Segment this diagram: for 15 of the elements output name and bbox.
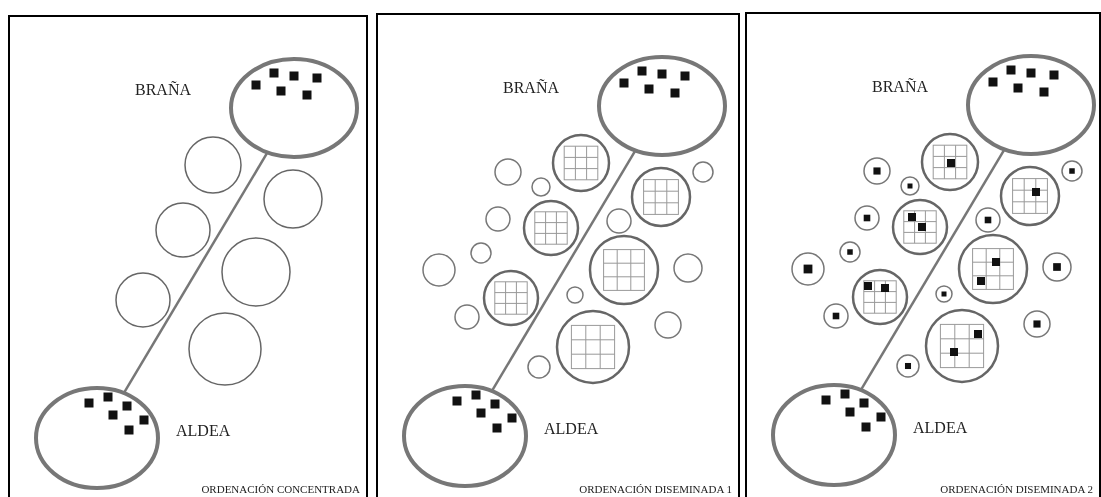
panel-caption: ORDENACIÓN DISEMINADA 2 <box>940 483 1093 495</box>
place-label: BRAÑA <box>135 81 191 99</box>
panel-frame <box>8 15 368 497</box>
road-line <box>859 148 1006 391</box>
place-label: ALDEA <box>544 420 599 438</box>
road-line <box>122 151 269 394</box>
panel-frame <box>376 13 740 497</box>
panel-frame <box>745 12 1101 497</box>
road-line <box>490 149 637 392</box>
panel-caption: ORDENACIÓN CONCENTRADA <box>201 483 360 495</box>
place-label: BRAÑA <box>872 78 928 96</box>
panel-caption: ORDENACIÓN DISEMINADA 1 <box>579 483 732 495</box>
place-label: BRAÑA <box>503 79 559 97</box>
place-label: ALDEA <box>913 419 968 437</box>
place-label: ALDEA <box>176 422 231 440</box>
